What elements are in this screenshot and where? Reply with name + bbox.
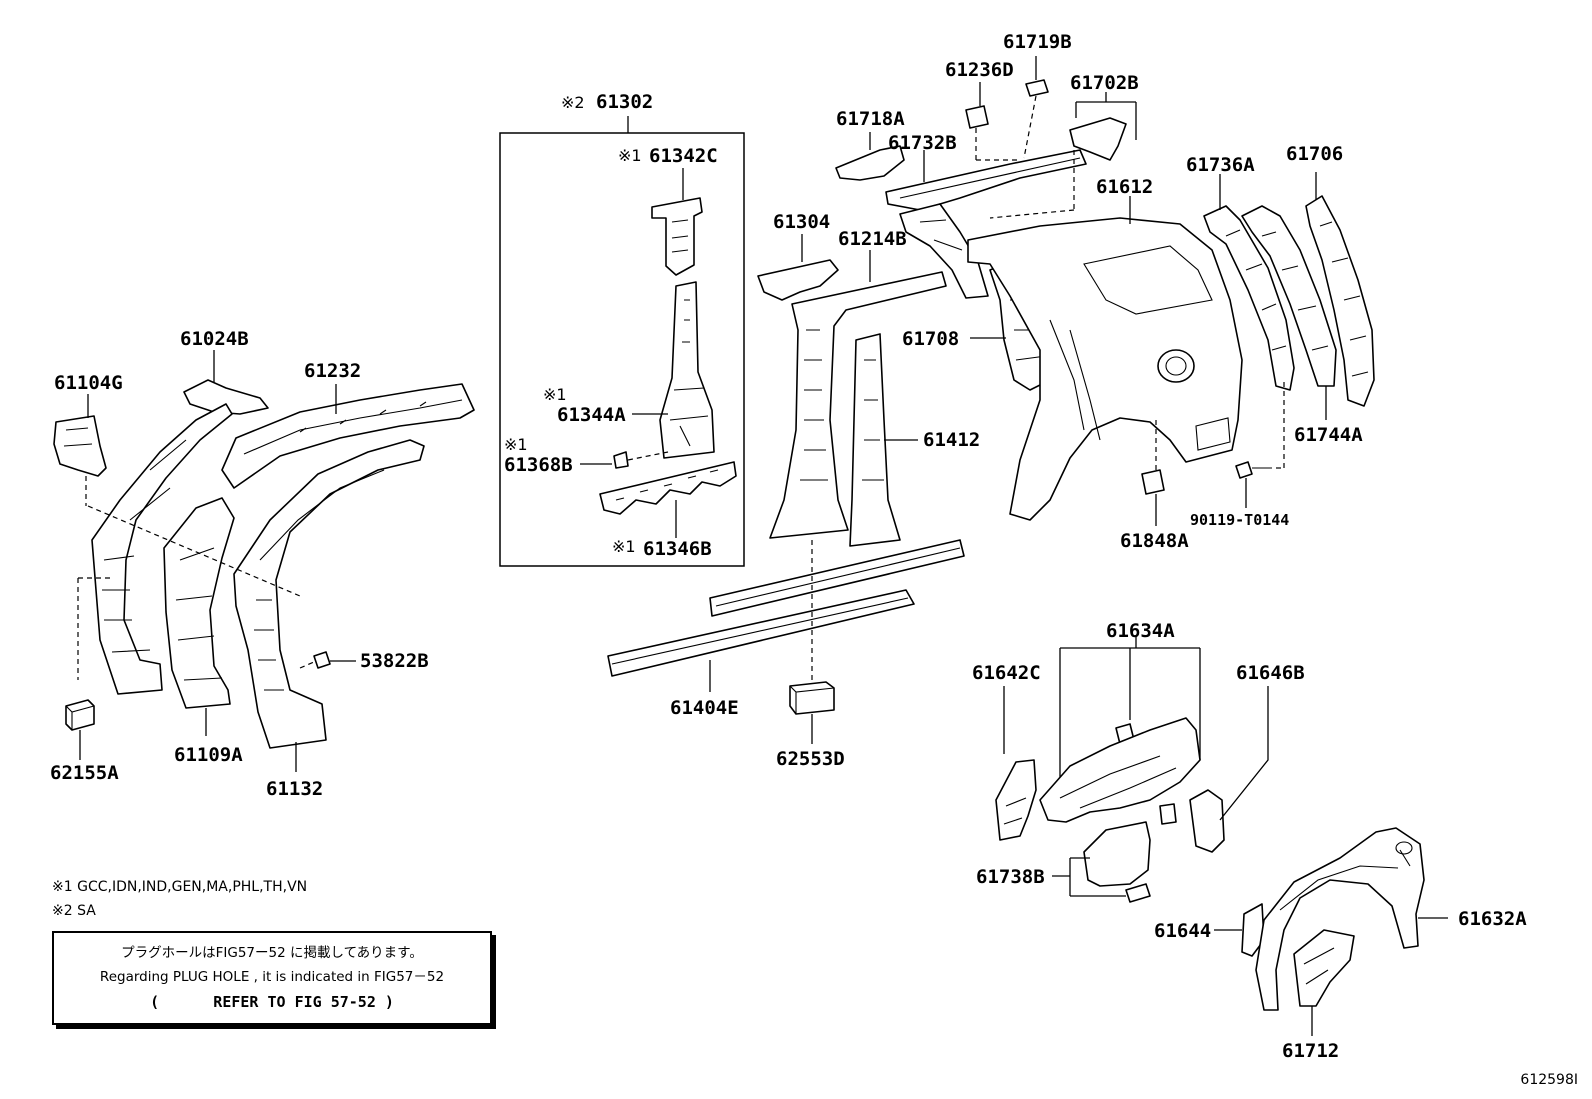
label-61744A[interactable]: 61744A bbox=[1294, 424, 1363, 446]
part-61236D-shape bbox=[965, 105, 989, 129]
label-61024B[interactable]: 61024B bbox=[180, 328, 249, 350]
label-61232[interactable]: 61232 bbox=[304, 360, 362, 382]
mark-61346B: ※1 bbox=[612, 537, 636, 556]
part-61346B-shape bbox=[599, 461, 737, 515]
label-61412[interactable]: 61412 bbox=[923, 429, 981, 451]
label-61644[interactable]: 61644 bbox=[1154, 920, 1212, 942]
label-61848A[interactable]: 61848A bbox=[1120, 530, 1189, 552]
label-61344A[interactable]: 61344A bbox=[557, 404, 626, 426]
part-61214B-shape bbox=[769, 271, 947, 539]
part-61632A-shape bbox=[1255, 827, 1425, 1011]
part-61644-shape bbox=[1241, 903, 1265, 957]
part-61744A-shape bbox=[1241, 205, 1337, 387]
part-61304-shape bbox=[757, 259, 839, 301]
part-61368B-shape bbox=[613, 451, 629, 469]
refer-text[interactable]: REFER TO FIG 57-52 bbox=[213, 993, 376, 1011]
assembly-mark: ※2 bbox=[561, 93, 585, 112]
part-61738B-shape bbox=[1083, 821, 1151, 887]
part-61848A-shape bbox=[1141, 469, 1165, 495]
part-53822B-shape bbox=[313, 651, 331, 669]
label-61236D[interactable]: 61236D bbox=[945, 59, 1014, 81]
fuel-door-shape bbox=[1157, 349, 1195, 383]
label-61342C[interactable]: 61342C bbox=[649, 145, 718, 167]
part-61706-shape bbox=[1305, 195, 1375, 407]
label-61632A[interactable]: 61632A bbox=[1458, 908, 1527, 930]
label-61646B[interactable]: 61646B bbox=[1236, 662, 1305, 684]
clip-61646B-shape bbox=[1159, 803, 1177, 825]
part-61646B-shape bbox=[1189, 789, 1225, 853]
label-61132[interactable]: 61132 bbox=[266, 778, 324, 800]
front-pillar-inner-shape bbox=[91, 403, 233, 695]
footnote-2-text: SA bbox=[77, 903, 96, 919]
part-61642C-shape bbox=[995, 759, 1037, 841]
note-line-japanese: プラグホールはFIG57ー52 に掲載してあります。 bbox=[121, 945, 423, 961]
label-61109A[interactable]: 61109A bbox=[174, 744, 243, 766]
note-line-english: Regarding PLUG HOLE , it is indicated in… bbox=[99, 969, 445, 985]
mark-61342C: ※1 bbox=[618, 146, 642, 165]
label-62553D[interactable]: 62553D bbox=[776, 748, 845, 770]
part-61712-shape bbox=[1293, 929, 1355, 1007]
label-61718A[interactable]: 61718A bbox=[836, 108, 905, 130]
part-61702B-shape bbox=[1069, 117, 1127, 161]
label-61634A[interactable]: 61634A bbox=[1106, 620, 1175, 642]
label-53822B[interactable]: 53822B bbox=[360, 650, 429, 672]
label-62155A[interactable]: 62155A bbox=[50, 762, 119, 784]
label-61738B[interactable]: 61738B bbox=[976, 866, 1045, 888]
part-61132-shape bbox=[233, 439, 425, 749]
part-61718A-shape bbox=[835, 145, 905, 181]
mark-61368B: ※1 bbox=[504, 435, 528, 454]
part-61404E-shape bbox=[607, 589, 915, 677]
upper-pillar-inner-shape bbox=[899, 203, 989, 299]
footnote-1-mark: ※1 bbox=[52, 879, 73, 895]
footnote-2-mark: ※2 bbox=[52, 903, 73, 919]
label-61612[interactable]: 61612 bbox=[1096, 176, 1154, 198]
mark-61344A: ※1 bbox=[543, 385, 567, 404]
label-61104G[interactable]: 61104G bbox=[54, 372, 123, 394]
label-61708[interactable]: 61708 bbox=[902, 328, 960, 350]
part-61024B-shape bbox=[183, 379, 269, 415]
label-61404E[interactable]: 61404E bbox=[670, 697, 739, 719]
label-61642C[interactable]: 61642C bbox=[972, 662, 1041, 684]
part-61719B-shape bbox=[1025, 79, 1049, 97]
label-61368B[interactable]: 61368B bbox=[504, 454, 573, 476]
part-90119-shape bbox=[1235, 461, 1253, 479]
label-61719B[interactable]: 61719B bbox=[1003, 31, 1072, 53]
label-61706[interactable]: 61706 bbox=[1286, 143, 1344, 165]
footnote-1: ※1 GCC,IDN,IND,GEN,MA,PHL,TH,VN bbox=[52, 878, 307, 896]
part-61736A-shape bbox=[1203, 205, 1295, 391]
assembly-61302-frame bbox=[499, 132, 745, 567]
label-61732B[interactable]: 61732B bbox=[888, 132, 957, 154]
label-61214B[interactable]: 61214B bbox=[838, 228, 907, 250]
part-61109A-shape bbox=[163, 497, 235, 709]
part-61732B-shape bbox=[885, 149, 1087, 211]
note-refer-line[interactable]: ( REFER TO FIG 57-52 ) bbox=[54, 993, 490, 1011]
figure-id: 612598I bbox=[1520, 1072, 1578, 1088]
label-61346B[interactable]: 61346B bbox=[643, 538, 712, 560]
part-62553D-shape bbox=[789, 681, 835, 715]
label-61712[interactable]: 61712 bbox=[1282, 1040, 1340, 1062]
footnote-2: ※2 SA bbox=[52, 902, 96, 920]
part-62155A-shape bbox=[65, 699, 95, 731]
label-61304[interactable]: 61304 bbox=[773, 211, 831, 233]
label-61702B[interactable]: 61702B bbox=[1070, 72, 1139, 94]
rocker-inner-shape bbox=[709, 539, 965, 617]
refer-close-paren: ) bbox=[384, 993, 394, 1011]
footnote-1-text: GCC,IDN,IND,GEN,MA,PHL,TH,VN bbox=[77, 879, 308, 895]
part-61612-shape bbox=[967, 217, 1243, 521]
label-61736A[interactable]: 61736A bbox=[1186, 154, 1255, 176]
assembly-61302-label[interactable]: 61302 bbox=[596, 91, 654, 113]
plug-hole-note-box: プラグホールはFIG57ー52 に掲載してあります。 Regarding PLU… bbox=[52, 931, 492, 1025]
part-61342C-shape bbox=[651, 197, 703, 276]
label-90119-T0144[interactable]: 90119-T0144 bbox=[1190, 511, 1290, 529]
part-61344A-shape bbox=[659, 281, 715, 459]
part-61104G-shape bbox=[53, 415, 107, 477]
refer-open-paren: ( bbox=[150, 993, 160, 1011]
